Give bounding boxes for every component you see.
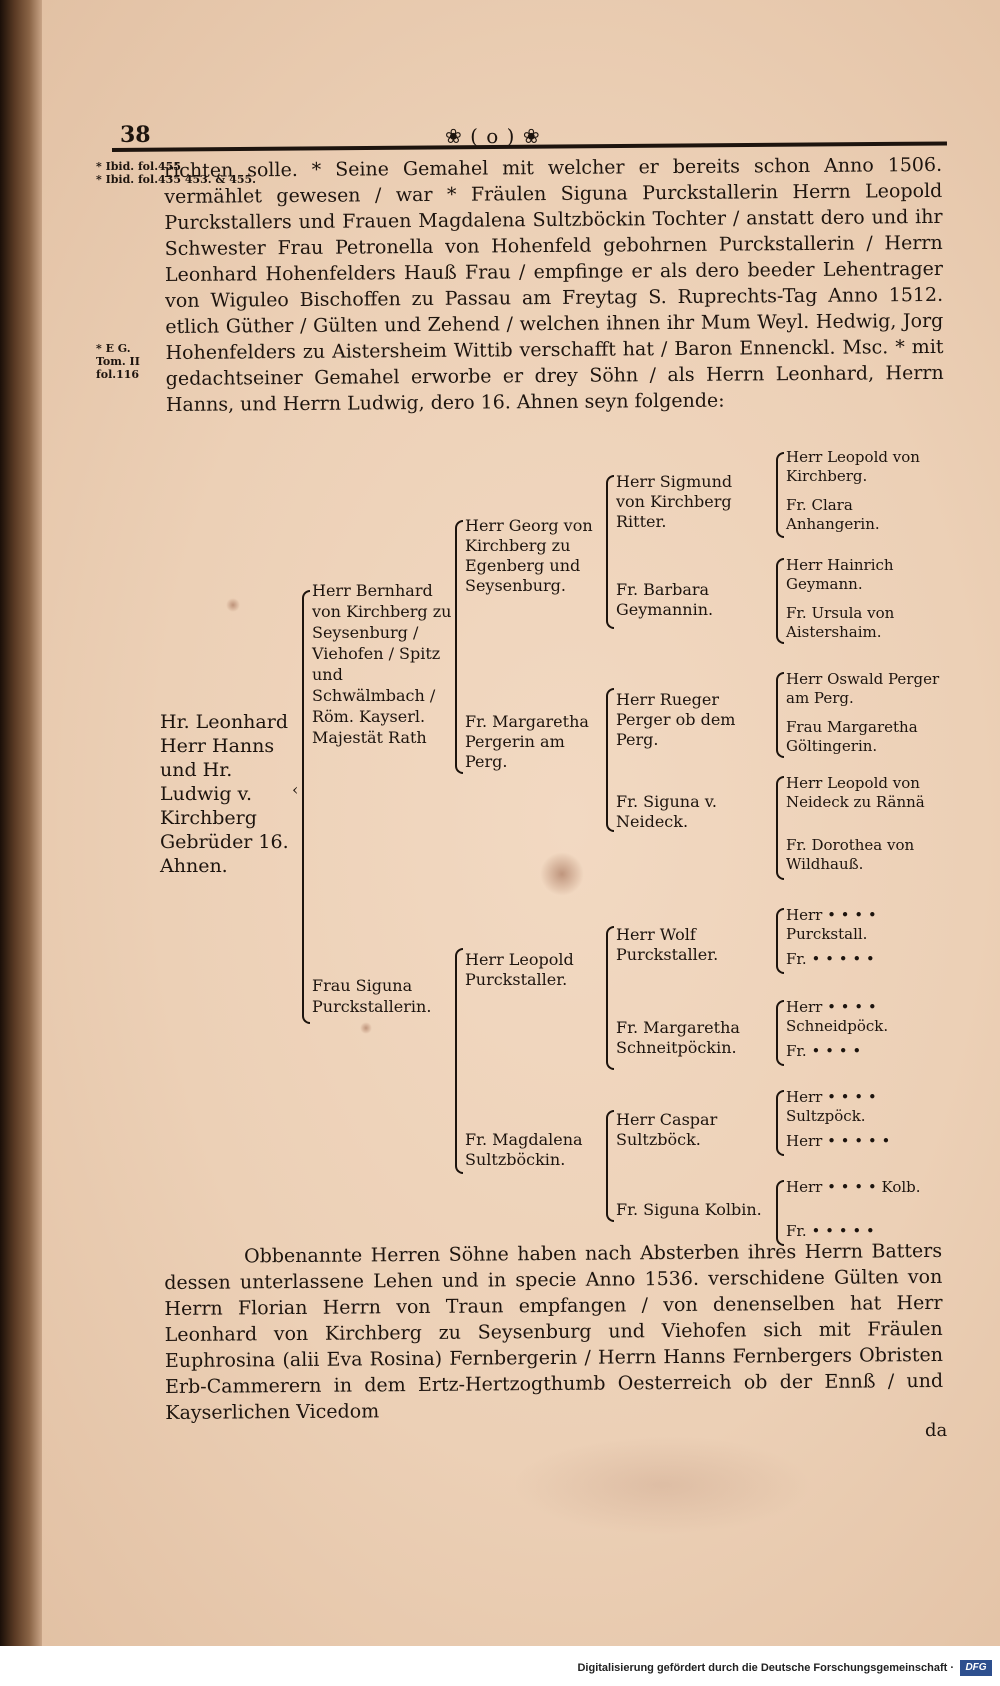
digitization-credit: Digitalisierung gefördert durch die Deut…: [577, 1662, 954, 1674]
tree-g4-4: Fr. Ursula von Aistershaim.: [786, 604, 895, 641]
bracket-gen4-8: [776, 1180, 784, 1246]
bracket-gen3-fm: [606, 688, 614, 832]
tree-g4-10: Fr. • • • • •: [786, 950, 875, 968]
bracket-gen2-father: [455, 520, 463, 774]
bracket-gen4-7: [776, 1090, 784, 1156]
ink-spot: [226, 598, 240, 612]
tree-g4-16: Fr. • • • • •: [786, 1222, 875, 1240]
footer-strip: [0, 1646, 1000, 1686]
tree-ffm: Fr. Barbara Geymannin.: [616, 580, 714, 619]
tree-g4-7: Herr Leopold von Neideck zu Rännä: [786, 774, 925, 811]
margin-note-eg: * E G. Tom. II fol.116: [96, 342, 140, 381]
tree-mfm: Fr. Margaretha Schneitpöckin.: [616, 1018, 740, 1057]
bracket-gen3-mf: [606, 926, 614, 1070]
catchword: da: [925, 1420, 948, 1441]
bracket-gen4-6: [776, 1000, 784, 1066]
tree-fmm: Fr. Siguna v. Neideck.: [616, 792, 717, 831]
tree-g4-12: Fr. • • • •: [786, 1042, 862, 1060]
bracket-gen3-mm: [606, 1110, 614, 1222]
tree-g4-14: Herr • • • • •: [786, 1132, 891, 1150]
tree-fmf: Herr Rueger Perger ob dem Perg.: [616, 690, 736, 749]
tree-g4-1: Herr Leopold von Kirchberg.: [786, 448, 920, 485]
ink-spot: [540, 852, 584, 896]
bracket-gen4-1: [776, 452, 784, 538]
bracket-gen4-5: [776, 908, 784, 974]
bracket-gen3-ff: [606, 475, 614, 629]
tree-g4-5: Herr Oswald Perger am Perg.: [786, 670, 940, 707]
tree-mff: Herr Wolf Purckstaller.: [616, 925, 719, 964]
bracket-gen4-3: [776, 672, 784, 758]
paragraph-1: richten solle. * Seine Gemahel mit welch…: [164, 153, 944, 416]
tree-mm: Fr. Magdalena Sultzböckin.: [465, 1130, 583, 1169]
tree-father: Herr Bernhard von Kirchberg zu Seysenbur…: [312, 581, 452, 747]
bracket-gen1: [302, 590, 310, 1024]
book-spine-edge: [0, 0, 42, 1646]
page-number: 38: [120, 122, 151, 148]
tree-g4-3: Herr Hainrich Geymann.: [786, 556, 894, 593]
tree-root: Hr. Leonhard Herr Hanns und Hr. Ludwig v…: [160, 711, 289, 877]
tree-g4-11: Herr • • • • Schneidpöck.: [786, 998, 889, 1035]
tree-mmm: Fr. Siguna Kolbin.: [616, 1200, 762, 1219]
tree-ff: Herr Georg von Kirchberg zu Egenberg und…: [465, 516, 593, 595]
bracket-gen2-mother: [455, 948, 463, 1174]
tree-g4-15: Herr • • • • Kolb.: [786, 1178, 921, 1196]
dfg-logo: DFG: [960, 1660, 992, 1676]
brace-point: ‹: [292, 780, 299, 799]
paragraph-2: Obbenannte Herren Söhne haben nach Abste…: [164, 1239, 944, 1424]
bracket-gen4-4: [776, 776, 784, 880]
ink-spot: [360, 1022, 372, 1034]
tree-g4-9: Herr • • • • Purckstall.: [786, 906, 877, 943]
book-page: [42, 0, 1000, 1646]
tree-g4-13: Herr • • • • Sultzpöck.: [786, 1088, 877, 1125]
bracket-gen4-2: [776, 558, 784, 644]
margin-note-ibid: * Ibid. fol.455 * Ibid. fol.435 453. & 4…: [96, 160, 256, 186]
tree-fff: Herr Sigmund von Kirchberg Ritter.: [616, 472, 733, 531]
page-stain: [512, 1435, 812, 1535]
tree-g4-6: Frau Margaretha Göltingerin.: [786, 718, 918, 755]
tree-g4-8: Fr. Dorothea von Wildhauß.: [786, 836, 915, 873]
tree-mmf: Herr Caspar Sultzböck.: [616, 1110, 718, 1149]
tree-mf: Herr Leopold Purckstaller.: [465, 950, 574, 989]
tree-mother: Frau Siguna Purckstallerin.: [312, 976, 432, 1016]
tree-fm: Fr. Margaretha Pergerin am Perg.: [465, 712, 589, 771]
tree-g4-2: Fr. Clara Anhangerin.: [786, 496, 880, 533]
